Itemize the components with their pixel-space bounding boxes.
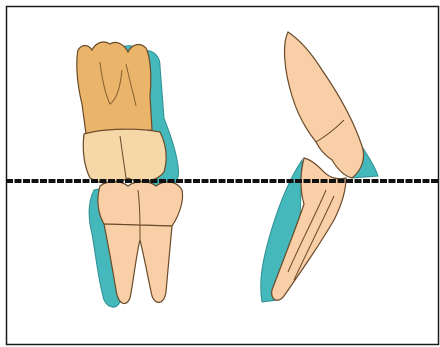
- upper-molar-crown: [83, 129, 166, 183]
- upper-molar-roots: [77, 42, 152, 134]
